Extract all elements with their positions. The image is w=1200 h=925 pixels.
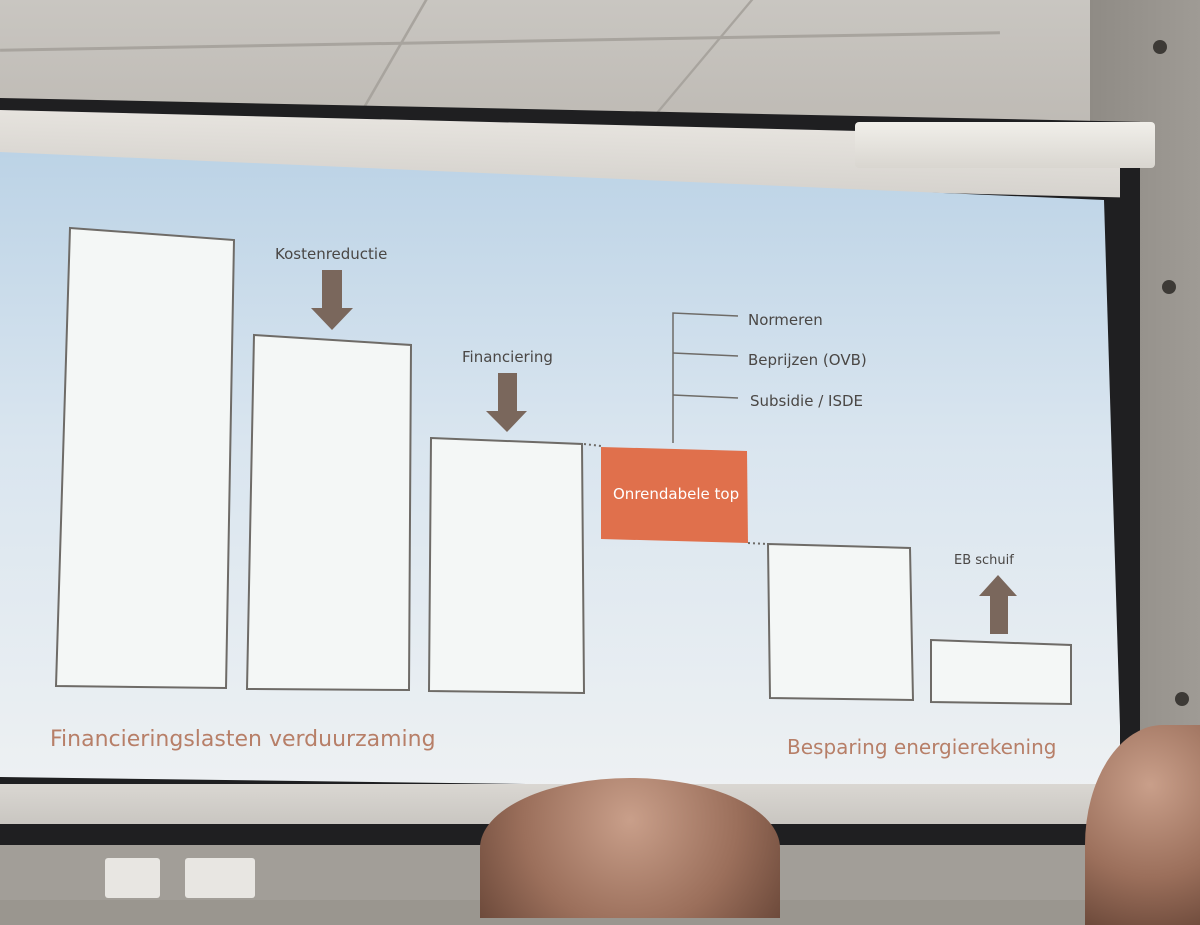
bar-after-financing: [427, 436, 586, 695]
label-financiering: Financiering: [462, 348, 553, 366]
option-item: Normeren: [748, 311, 823, 329]
connector-dotted-bottom: [747, 542, 769, 545]
financing-diagram: Kostenreductie Financiering Onrendabele …: [50, 226, 1072, 759]
label-kostenreductie: Kostenreductie: [275, 245, 387, 263]
caption-left: Financieringslasten verduurzaming: [50, 727, 436, 752]
audience-head: [480, 778, 780, 918]
options-bracket: [672, 312, 739, 443]
screen-roller-housing: [855, 122, 1155, 168]
connector-dotted-top: [583, 443, 602, 447]
caption-right: Besparing energierekening: [787, 735, 1056, 759]
option-item: Beprijzen (OVB): [748, 351, 867, 369]
wall-socket: [185, 858, 255, 898]
label-eb-schuif: EB schuif: [954, 553, 1014, 568]
bar-energy-savings: [766, 542, 915, 702]
onrendabele-top-box: [601, 447, 748, 543]
bar-total-cost: [54, 226, 236, 690]
wall-bolt: [1153, 40, 1167, 54]
wall-bolt: [1162, 280, 1176, 294]
bar-eb-shift: [930, 638, 1072, 706]
bar-after-cost-reduction: [245, 333, 413, 692]
option-item: Subsidie / ISDE: [750, 392, 863, 410]
label-onrendabele-top: Onrendabele top: [613, 485, 739, 503]
arrow-up-icon: [979, 575, 1017, 634]
options-bracket-tick: [672, 352, 739, 357]
wall-socket: [105, 858, 160, 898]
wall-bolt: [1175, 692, 1189, 706]
options-bracket-tick: [672, 394, 739, 399]
arrow-down-icon: [486, 373, 527, 432]
arrow-down-icon: [311, 270, 353, 330]
